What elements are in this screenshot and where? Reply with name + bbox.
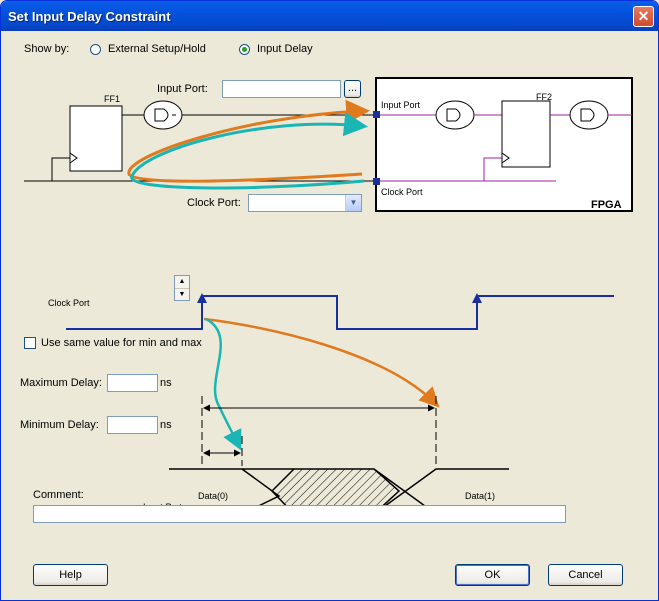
max-delay-unit: ns (160, 377, 172, 389)
input-port-input[interactable] (222, 80, 341, 98)
radio-input-delay[interactable] (239, 44, 250, 55)
title-bar[interactable]: Set Input Delay Constraint ✕ (1, 1, 658, 31)
min-delay-input[interactable] (107, 416, 158, 434)
max-delay-input[interactable] (107, 374, 158, 392)
input-port-field-label: Input Port: (157, 83, 208, 95)
dialog-content: Show by: External Setup/Hold Input Delay… (4, 31, 655, 599)
logic-cloud-1-icon (143, 100, 183, 130)
ff2-block (501, 100, 551, 168)
window-title: Set Input Delay Constraint (8, 9, 171, 24)
same-value-label[interactable]: Use same value for min and max (41, 337, 202, 349)
fpga-input-port-label: Input Port (381, 100, 421, 110)
min-delay-label: Minimum Delay: (20, 419, 99, 431)
close-button[interactable]: ✕ (633, 6, 654, 27)
logic-cloud-3-icon (569, 100, 609, 130)
spin-up-icon[interactable]: ▲ (175, 276, 189, 289)
input-port-pin (373, 111, 380, 118)
clock-port-pin (373, 178, 380, 185)
orange-path-arrow (127, 99, 370, 183)
data1-label: Data(1) (465, 491, 495, 501)
timing-diagram: Data(0) Data(1) Input Port (66, 293, 614, 511)
fpga-clock-port-label: Clock Port (381, 187, 423, 197)
radio-external-setup-hold-label[interactable]: External Setup/Hold (108, 43, 206, 55)
clock-waveform (66, 295, 614, 330)
max-delay-orange-arrow (203, 317, 440, 408)
min-delay-teal-arrow (205, 317, 242, 451)
ok-button[interactable]: OK (455, 564, 530, 586)
browse-input-port-button[interactable]: ... (344, 80, 361, 98)
same-value-checkbox[interactable] (24, 337, 36, 349)
radio-input-delay-label[interactable]: Input Delay (257, 43, 313, 55)
logic-cloud-2-icon (435, 100, 475, 130)
data0-label: Data(0) (198, 491, 228, 501)
ff1-label: FF1 (104, 94, 120, 104)
comment-input[interactable] (33, 505, 566, 523)
fpga-label: FPGA (591, 199, 622, 211)
radio-external-setup-hold[interactable] (90, 44, 101, 55)
spin-down-icon[interactable]: ▼ (178, 291, 186, 298)
schematic-diagram: FF1 Input Port Clock Port FPGA (24, 77, 633, 212)
timing-clock-port-label: Clock Port (48, 298, 90, 308)
max-delay-label: Maximum Delay: (20, 377, 102, 389)
cancel-button[interactable]: Cancel (548, 564, 623, 586)
show-by-label: Show by: (24, 43, 70, 55)
clock-port-field-label: Clock Port: (187, 197, 241, 209)
help-button[interactable]: Help (33, 564, 108, 586)
clock-port-dropdown[interactable]: ▼ (248, 194, 362, 212)
ff1-block (69, 105, 123, 172)
timing-spinner[interactable]: ▲ ▼ (174, 275, 190, 301)
chevron-down-icon[interactable]: ▼ (345, 195, 361, 211)
min-delay-unit: ns (160, 419, 172, 431)
comment-label: Comment: (33, 489, 84, 501)
ff2-label: FF2 (536, 92, 552, 102)
teal-path-arrow (130, 112, 368, 190)
